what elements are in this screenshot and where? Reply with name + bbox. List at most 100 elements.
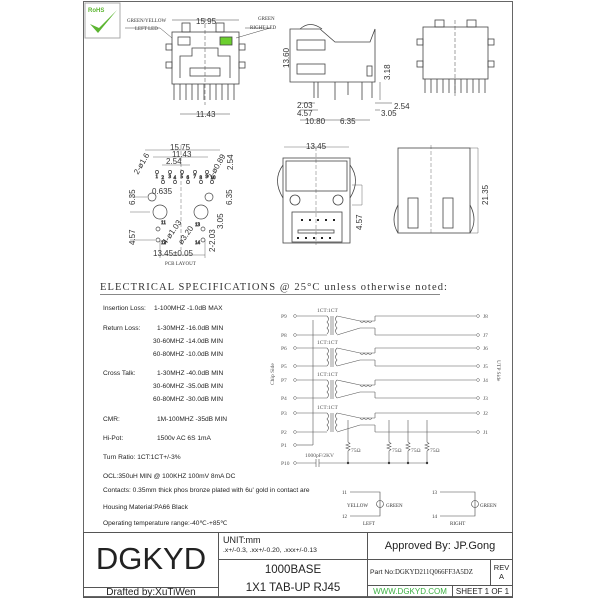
utp-pin-terminal — [476, 378, 480, 382]
rev-label: REV — [493, 563, 510, 572]
spec-value: 30-60MHZ -14.0dB MIN — [153, 338, 223, 345]
spec-label: Insertion Loss: — [103, 305, 146, 312]
dim-pitch: 2.54 — [166, 157, 182, 166]
resistor-label: 75Ω — [411, 448, 421, 454]
dim-4-57: 4.57 — [297, 109, 313, 118]
revision-cell: REV A — [490, 559, 513, 586]
spec-value: 30-60MHZ -35.0dB MIN — [153, 383, 223, 390]
chip-pin-terminal — [293, 378, 297, 382]
chip-pin-label: P4 — [281, 396, 287, 402]
pcb-pin-number: 8 — [200, 176, 203, 181]
chip-side-label: Chip Side — [270, 363, 276, 385]
dim-pitch2: 2.54 — [226, 154, 235, 170]
front-view-2 — [277, 146, 363, 245]
utp-pin-label: J7 — [483, 333, 488, 339]
utp-pin-terminal — [476, 430, 480, 434]
pcb-pin-number: 4 — [174, 176, 177, 181]
dim-21-35: 21.35 — [481, 184, 490, 205]
led-diagram-right — [440, 491, 479, 517]
dim-4-57: 4.57 — [128, 229, 137, 245]
contact-pin — [325, 219, 327, 221]
contact-pin — [301, 219, 303, 221]
utp-pin-terminal — [476, 396, 480, 400]
drafted-by: Drafted by:XuTiWen — [83, 587, 219, 598]
led-color-green-left: GREEN — [386, 504, 403, 509]
pcb-pin-number: 10 — [211, 176, 217, 181]
utp-pin-terminal — [476, 364, 480, 368]
pcb-pin-hole — [186, 180, 190, 184]
utp-side-label: UTP Side — [495, 360, 501, 382]
led-color-yellow: YELLOW — [347, 504, 368, 509]
pcb-pin-hole — [173, 180, 177, 184]
spec-note: Turn Ratio: 1CT:1CT+/-3% — [103, 454, 181, 461]
chip-pin-terminal — [293, 314, 297, 318]
led-right-label: RIGHT — [450, 522, 465, 527]
utp-pin-terminal — [476, 333, 480, 337]
turns-ratio-label: 1CT:1CT — [317, 405, 338, 411]
resistor — [345, 420, 351, 463]
unit-label: UNIT:mm — [223, 535, 261, 545]
utp-pin-label: J3 — [483, 396, 488, 402]
part-no-label: Part No: — [370, 569, 395, 576]
dim-0-635: 0.635 — [152, 187, 173, 196]
utp-pin-terminal — [476, 314, 480, 318]
resistor-label: 75Ω — [351, 448, 361, 454]
led-pin-number: 14 — [195, 241, 201, 246]
website: WWW.DGKYD.COM — [367, 585, 453, 598]
chip-pin-label: P8 — [281, 333, 287, 339]
chip-pin-terminal — [293, 430, 297, 434]
part-number-cell: Part No:DGKYD211Q066FF3A5DZ — [367, 559, 491, 586]
dim-2-54: 2.54 — [394, 102, 410, 111]
unit-cell: UNIT:mm .x+/-0.3, .xx+/-0.20, .xxx+/-0.1… — [218, 532, 368, 560]
dim-mount-hole: 2-ø0.89 — [206, 152, 228, 181]
common-mode-choke — [336, 347, 376, 367]
product-line-2: 1X1 TAB-UP RJ45 — [245, 582, 341, 594]
utp-pin-terminal — [476, 411, 480, 415]
company-cell: DGKYD — [83, 532, 219, 588]
dim-6-35-left: 6.35 — [128, 189, 137, 205]
led-color-green-right: GREEN — [480, 504, 497, 509]
side-view-2 — [393, 145, 479, 235]
contact-pin — [309, 219, 311, 221]
spec-note: Housing Material:PA66 Black — [103, 504, 188, 511]
front-view — [125, 18, 271, 115]
schematic-diagram: P9P8P6P5P7P4P3P2P1J8J7J6J5J4J3J2J11CT:1C… — [281, 308, 488, 467]
led-pin-number: 11 — [161, 221, 166, 226]
spec-value: 1-100MHZ -1.0dB MAX — [154, 305, 223, 312]
spec-label: CMR: — [103, 416, 120, 423]
dim-width: 15.95 — [196, 17, 217, 26]
dim-4-57-b: 4.57 — [355, 214, 364, 230]
chip-pin-label: P5 — [281, 364, 287, 370]
pcb-pin-number: 9 — [206, 175, 209, 180]
dim-height: 13.60 — [282, 47, 291, 68]
chip-pin-terminal — [293, 411, 297, 415]
chip-pin-terminal — [293, 461, 297, 465]
rohs-label: RoHS — [88, 8, 104, 14]
pcb-pin-number: 3 — [169, 175, 172, 180]
side-view — [289, 24, 392, 121]
contact-pin — [317, 219, 319, 221]
part-number: DGKYD211Q066FF3A5DZ — [394, 569, 473, 576]
spec-note: OCL:350uH MIN @ 100KHZ 100mV 8mA DC — [103, 473, 236, 480]
capacitor — [297, 459, 427, 467]
dim-6-35-right: 6.35 — [225, 189, 234, 205]
drawing-sheet-frame — [83, 1, 513, 597]
spec-value: 60-80MHZ -10.0dB MIN — [153, 351, 223, 358]
common-mode-choke — [336, 412, 376, 433]
pcb-layout-title: PCB LAYOUT — [165, 262, 196, 267]
chip-pin-label: P2 — [281, 430, 287, 436]
product-line-1: 1000BASE — [264, 564, 322, 576]
spec-value: 1M-100MHZ -35dB MIN — [157, 416, 227, 423]
pcb-pin-hole — [161, 180, 165, 184]
led-pin-14: 14 — [432, 515, 438, 520]
utp-pin-label: J5 — [483, 364, 488, 370]
dim-span: 13.45±0.05 — [153, 249, 194, 258]
spec-label: Cross Talk: — [103, 370, 136, 377]
chip-pin-label: P7 — [281, 378, 287, 384]
resistor — [386, 420, 392, 463]
right-led-color-label: GREEN — [258, 17, 275, 22]
pcb-pin-number: 5 — [181, 175, 184, 180]
transformer — [326, 412, 338, 432]
led-diagram-left — [350, 491, 384, 517]
